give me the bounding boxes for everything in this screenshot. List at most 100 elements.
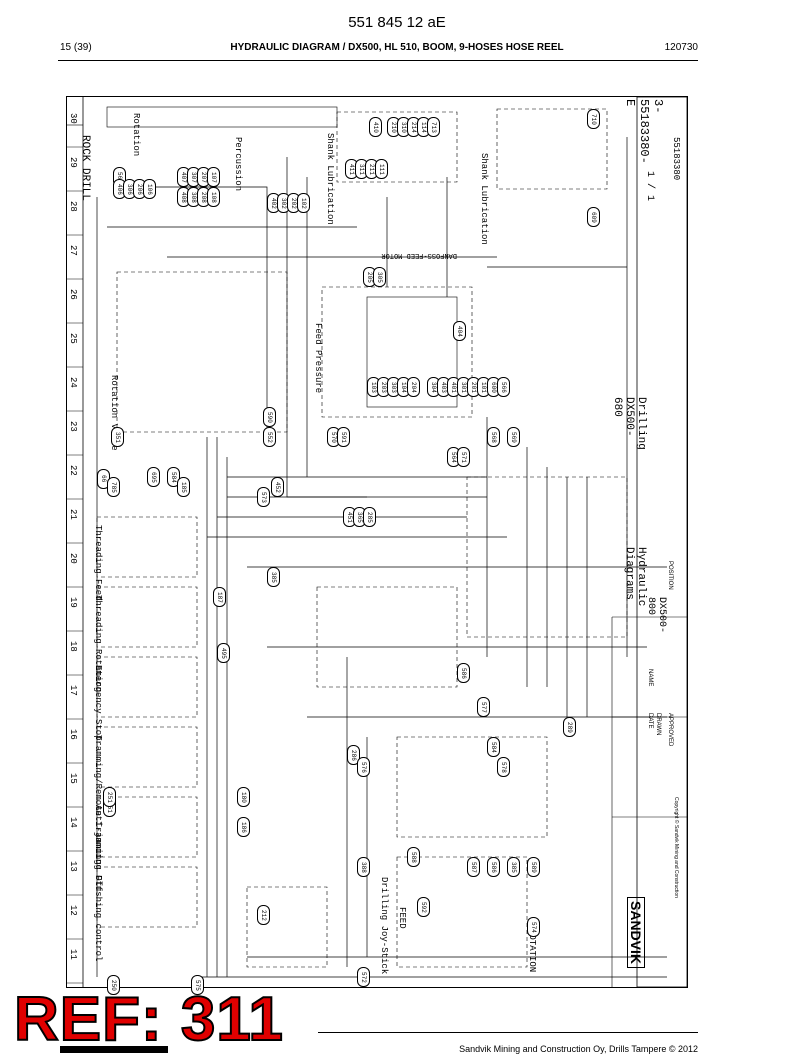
footer-rule [318,1032,698,1033]
hose-marker-307: 307 [187,167,200,187]
alt-drawing-number: 55183380 [671,137,681,181]
hose-marker-575: 575 [191,975,204,995]
shank-lubrication-label: Shank Lubrication [325,133,335,225]
document-title: HYDRAULIC DIAGRAM / DX500, HL 510, BOOM,… [230,42,564,53]
rotation-valve-box [116,271,288,433]
hose-marker-586: 586 [487,857,500,877]
grid-column-29: 29 [68,157,78,168]
shank-lub-box-2 [496,108,608,190]
grid-column-15: 15 [68,773,78,784]
grid-column-14: 14 [68,817,78,828]
grid-column-23: 23 [68,421,78,432]
grid-column-16: 16 [68,729,78,740]
joystick-box [396,856,528,968]
hose-marker-592: 592 [417,897,430,917]
rock-drill-label: ROCK DRILL [79,135,91,202]
grid-column-26: 26 [68,289,78,300]
footer-company: Sandvik Mining and Construction Oy, Dril… [459,1044,698,1054]
hose-marker-578: 578 [497,757,510,777]
feed-label: FEED [397,907,407,929]
valve-group-box [396,736,548,838]
hose-marker-102: 102 [297,193,310,213]
hose-marker-452: 452 [271,477,284,497]
header-rule [58,60,698,61]
hose-marker-114: 114 [417,117,430,137]
ref-stamp: REF: 311 [13,984,284,1055]
hose-marker-185: 185 [177,477,190,497]
drilling-dx-label: Drilling DX500-680 [611,397,647,450]
grid-column-27: 27 [68,245,78,256]
sheet-number: 1 / 1 [644,171,655,202]
hose-marker-289: 289 [563,717,576,737]
danfoss-label: DANFOSS-FEED MOTOR [381,251,457,259]
danfoss-box [366,296,458,408]
grid-column-20: 20 [68,553,78,564]
hose-marker-568: 568 [487,427,500,447]
hose-marker-710: 710 [587,109,600,129]
bottom-valve-box [246,886,328,968]
hose-marker-187: 187 [213,587,226,607]
hose-marker-108: 108 [207,187,220,207]
hose-marker-587: 587 [467,857,480,877]
hose-marker-586: 586 [457,663,470,683]
footer-cut-mark [60,1046,168,1053]
grid-column-17: 17 [68,685,78,696]
hose-marker-212: 212 [257,905,270,925]
hose-marker-591: 591 [337,427,350,447]
hose-marker-785: 785 [107,477,120,497]
hose-marker-351: 351 [111,427,124,447]
hose-marker-180: 180 [237,787,250,807]
hose-marker-286: 286 [347,745,360,765]
date-cell: DATE [647,713,653,729]
shank-lubrication-label-2: Shank Lubrication [479,153,489,245]
label-layer: ROCK DRILL Rotation Percussion Shank Lub… [67,97,687,995]
grid-column-25: 25 [68,333,78,344]
hose-marker-588: 588 [407,847,420,867]
grid-column-21: 21 [68,509,78,520]
title-block [611,97,687,987]
hose-marker-302: 302 [277,193,290,213]
feed-pressure-label: Feed Pressure [313,323,323,394]
sandvik-logo: SANDVIK [627,897,645,969]
hose-marker-186: 186 [237,817,250,837]
hose-marker-385: 385 [267,567,280,587]
hose-marker-305: 305 [373,267,386,287]
percussion-label: Percussion [233,137,243,192]
flushing-control-label: Flushing control [93,875,103,962]
hose-marker-495: 495 [217,643,230,663]
emergency-stop-label: Emergency Stop [93,665,103,741]
hose-marker-713: 713 [427,117,440,137]
hose-marker-574: 574 [527,917,540,937]
position-cell: POSITION [667,561,673,590]
hose-marker-695: 695 [147,467,160,487]
hose-marker-250: 250 [107,975,120,995]
approved-cell: APPROVED [667,713,673,747]
copyright-note: Copyright © Sandvik Mining and Construct… [673,797,679,898]
grid-column-30: 30 [68,113,78,124]
hose-marker-584: 584 [487,737,500,757]
rotation-label: Rotation [131,113,141,157]
hose-marker-106: 106 [143,179,156,199]
valve-block-box [316,586,458,688]
drawn-cell: DRAWN [655,713,661,736]
hydraulic-diagrams-label: Hydraulic Diagrams [623,547,647,607]
grid-column-19: 19 [68,597,78,608]
hose-marker-285: 285 [363,507,376,527]
hose-marker-577: 577 [477,697,490,717]
name-cell: NAME [647,669,653,687]
grid-column-13: 13 [68,861,78,872]
grid-column-12: 12 [68,905,78,916]
hose-marker-111: 111 [375,159,388,179]
shank-lub-box [336,111,458,183]
dx500-800-label: DX500-800 [645,597,667,634]
grid-column-28: 28 [68,201,78,212]
hydraulic-lines [96,137,667,978]
page-number: 15 (39) [60,42,92,53]
hose-marker-589: 589 [527,857,540,877]
hose-marker-404: 404 [453,321,466,341]
threading-feed-label: Threading Feed [93,525,103,601]
grid-column-22: 22 [68,465,78,476]
